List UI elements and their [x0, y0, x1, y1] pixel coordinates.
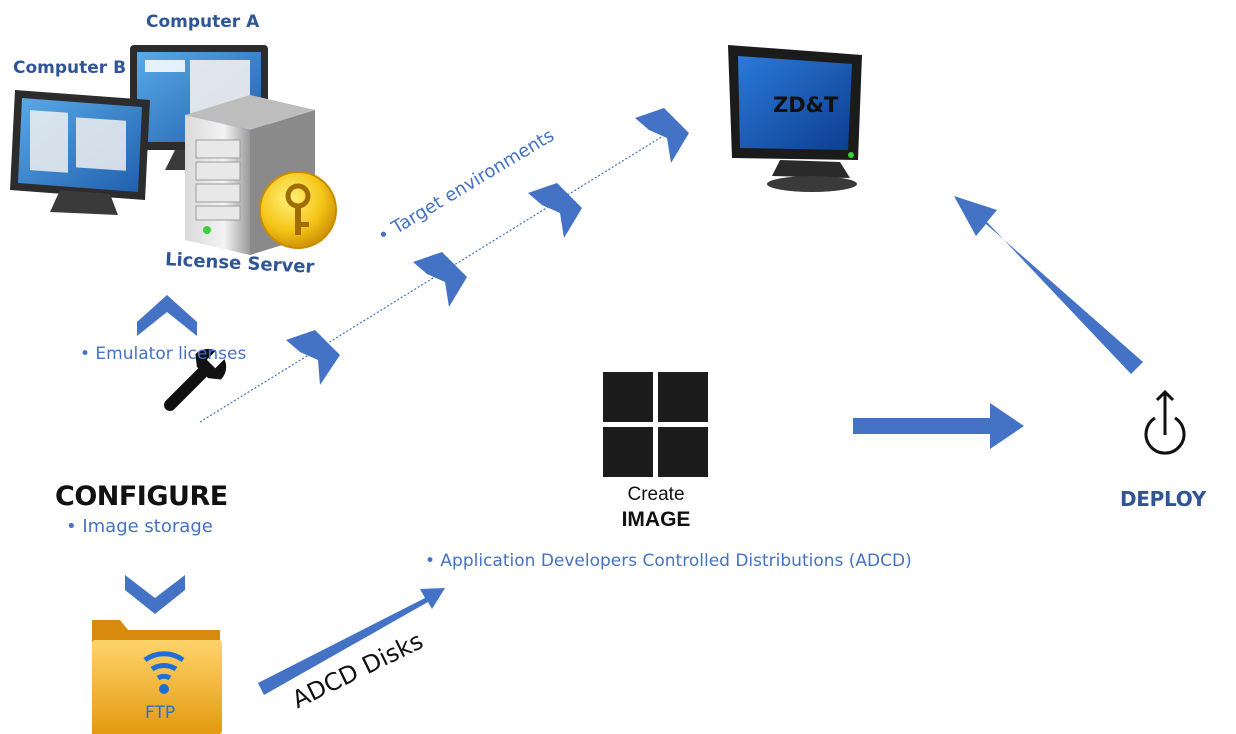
windows-tiles-icon — [603, 372, 708, 477]
adcd-disks-arrow — [258, 588, 445, 695]
computer-b-icon — [10, 90, 150, 215]
deploy-label: DEPLOY — [1120, 487, 1206, 511]
zdt-monitor-icon — [728, 45, 862, 192]
power-icon — [1144, 389, 1186, 455]
wrench-icon — [164, 348, 227, 411]
configure-heading: CONFIGURE — [55, 481, 228, 512]
target-connector-line — [199, 127, 677, 423]
adcd-label: • Application Developers Controlled Dist… — [425, 551, 912, 571]
ftp-folder-icon — [92, 620, 222, 734]
image-label: IMAGE — [621, 508, 691, 531]
emulator-licenses-label: • Emulator licenses — [80, 344, 247, 364]
target-chevrons — [286, 108, 689, 385]
create-label: Create — [627, 484, 685, 505]
computer-b-label: Computer B — [13, 58, 127, 78]
zdt-label: ZD&T — [773, 93, 839, 117]
key-icon — [259, 171, 337, 249]
ftp-label: FTP — [145, 703, 176, 723]
wifi-icon — [143, 651, 185, 663]
deploy-to-zdt-arrow — [954, 196, 1143, 374]
computer-a-label: Computer A — [146, 12, 260, 32]
image-storage-label: • Image storage — [66, 516, 213, 537]
up-chevron-icon — [137, 295, 197, 336]
down-chevron-icon — [125, 575, 185, 614]
image-to-deploy-arrow — [853, 403, 1024, 449]
